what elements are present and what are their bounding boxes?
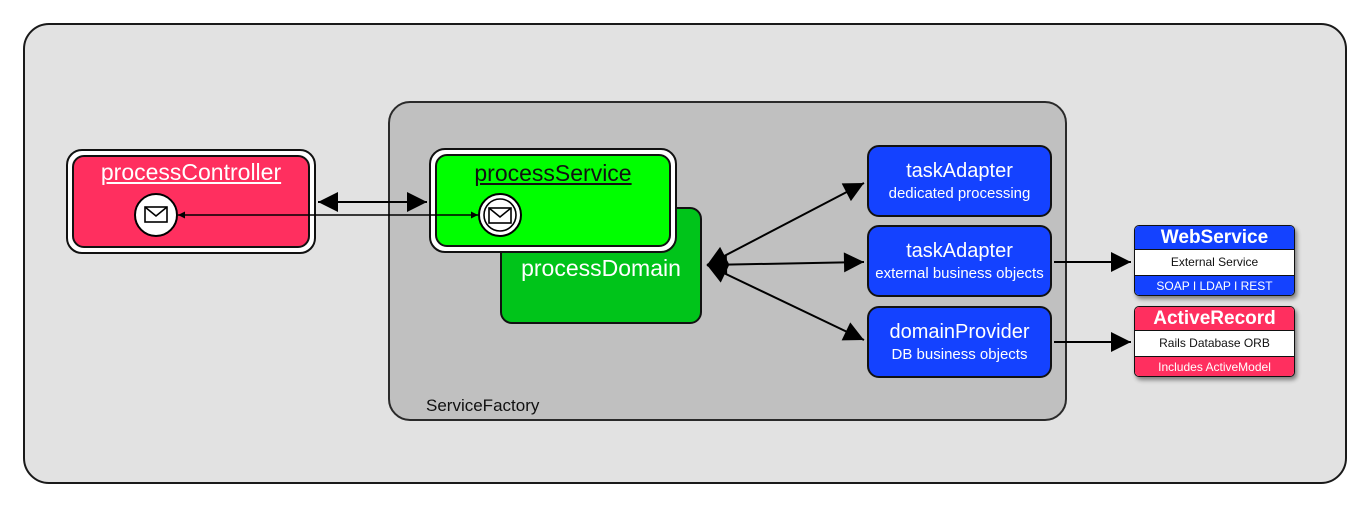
domain-provider-subtitle: DB business objects: [891, 345, 1028, 363]
task-adapter-dedicated[interactable]: taskAdapter dedicated processing: [867, 145, 1052, 217]
active-record-note: Includes ActiveModel: [1135, 357, 1294, 376]
active-record-card[interactable]: ActiveRecord Rails Database ORB Includes…: [1134, 306, 1295, 377]
process-controller-title[interactable]: processController: [100, 159, 282, 185]
web-service-card[interactable]: WebService External Service SOAP I LDAP …: [1134, 225, 1295, 296]
domain-provider-box[interactable]: domainProvider DB business objects: [867, 306, 1052, 378]
active-record-title: ActiveRecord: [1135, 307, 1294, 330]
process-service-envelope-icon: [478, 193, 522, 237]
task-adapter-dedicated-title: taskAdapter: [906, 159, 1013, 182]
active-record-description: Rails Database ORB: [1135, 330, 1294, 357]
web-service-title: WebService: [1135, 226, 1294, 249]
arrow-domain-taskadapter1: [706, 182, 865, 266]
web-service-protocols: SOAP I LDAP I REST: [1135, 276, 1294, 295]
web-service-description: External Service: [1135, 249, 1294, 276]
task-adapter-external-subtitle: external business objects: [875, 264, 1044, 282]
process-service-box[interactable]: [435, 154, 671, 247]
process-controller-envelope-icon: [134, 193, 178, 237]
task-adapter-dedicated-subtitle: dedicated processing: [888, 184, 1031, 202]
arrow-domain-taskadapter2: [706, 252, 865, 275]
process-domain-title: processDomain: [521, 255, 681, 281]
task-adapter-external-title: taskAdapter: [906, 239, 1013, 262]
process-controller-box[interactable]: [72, 155, 310, 248]
task-adapter-external[interactable]: taskAdapter external business objects: [867, 225, 1052, 297]
service-factory-label: ServiceFactory: [426, 396, 540, 415]
process-service-title[interactable]: processService: [474, 160, 632, 186]
domain-provider-title: domainProvider: [889, 320, 1030, 343]
arrow-domain-provider: [706, 264, 865, 341]
